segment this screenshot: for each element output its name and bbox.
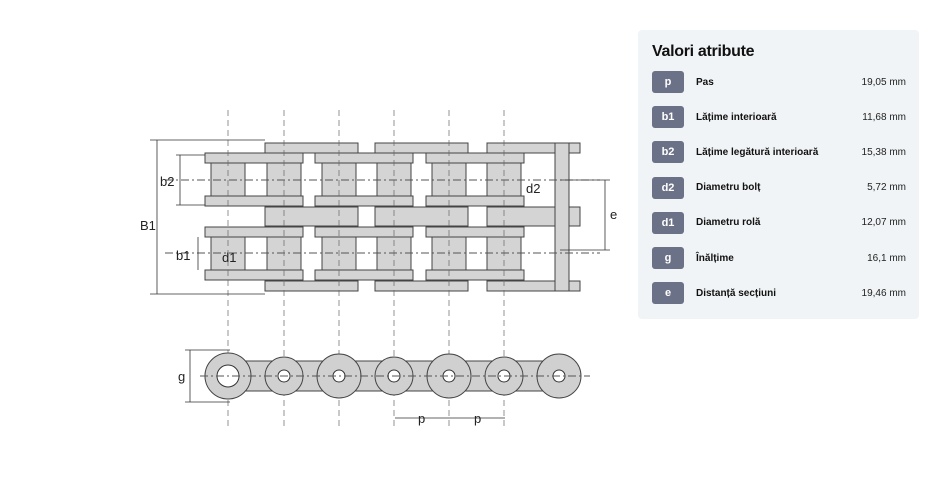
attribute-value: 19,46 mm <box>861 287 906 299</box>
attribute-value: 12,07 mm <box>861 217 906 229</box>
symbol-badge: e <box>652 282 684 305</box>
label-b1: b1 <box>176 248 190 263</box>
outer-plate <box>264 142 359 154</box>
attribute-row: g Înălțime 16,1 mm <box>652 247 906 269</box>
attribute-row: d2 Diametru bolț 5,72 mm <box>652 176 906 199</box>
attribute-name: Lățime interioară <box>696 111 777 123</box>
attribute-name: Pas <box>696 76 714 88</box>
label-b2: b2 <box>160 174 174 189</box>
symbol-badge: b2 <box>652 141 684 164</box>
attribute-row: p Pas 19,05 mm <box>652 71 906 93</box>
attribute-value: 19,05 mm <box>861 76 906 88</box>
outer-plate <box>264 280 359 292</box>
symbol-badge: d2 <box>652 176 684 199</box>
symbol-badge: p <box>652 71 684 93</box>
inner-plate <box>314 226 414 238</box>
symbol-badge: g <box>652 247 684 269</box>
inner-plate <box>204 269 304 281</box>
outer-plate <box>374 280 469 292</box>
attribute-name: Diametru bolț <box>696 182 761 194</box>
attribute-value: 11,68 mm <box>862 111 906 123</box>
attribute-row: e Distanță secțiuni 19,46 mm <box>652 282 906 305</box>
inner-plate <box>314 269 414 281</box>
inner-plate <box>204 226 304 238</box>
label-B1: B1 <box>140 218 156 233</box>
symbol-badge: b1 <box>652 106 684 129</box>
connecting-link-pin <box>554 142 570 292</box>
outer-plate <box>264 206 359 227</box>
outer-plate <box>374 206 469 227</box>
attribute-name: Lățime legătură interioară <box>696 146 819 158</box>
inner-plate <box>425 152 525 164</box>
inner-plate <box>314 152 414 164</box>
label-p-1: p <box>418 411 425 426</box>
attribute-row: b2 Lățime legătură interioară 15,38 mm <box>652 141 906 164</box>
label-e: e <box>610 207 617 222</box>
outer-plate <box>486 280 581 292</box>
dimension-lines <box>150 139 610 419</box>
attribute-values-panel: Valori atribute p Pas 19,05 mm b1 Lățime int… <box>638 30 919 319</box>
attribute-value: 16,1 mm <box>867 252 906 264</box>
inner-plate <box>204 152 304 164</box>
label-p-2: p <box>474 411 481 426</box>
inner-plate <box>204 195 304 207</box>
inner-plate <box>314 195 414 207</box>
panel-title: Valori atribute <box>652 43 755 60</box>
label-d2: d2 <box>526 181 540 196</box>
attribute-name: Distanță secțiuni <box>696 287 777 299</box>
inner-plate <box>425 269 525 281</box>
attribute-name: Diametru rolă <box>696 217 761 229</box>
attribute-row: d1 Diametru rolă 12,07 mm <box>652 211 906 234</box>
attribute-value: 5,72 mm <box>867 182 906 194</box>
inner-plate <box>425 226 525 238</box>
roller-chain-diagram: B1 b2 b1 d1 d2 e g p p <box>140 110 617 430</box>
outer-plate <box>374 142 469 154</box>
chain-side-view <box>200 352 590 400</box>
attribute-value: 15,38 mm <box>861 146 906 158</box>
outer-plate <box>486 142 581 154</box>
inner-plate <box>425 195 525 207</box>
attribute-name: Înălțime <box>696 252 734 264</box>
label-g: g <box>178 369 185 384</box>
attribute-row: b1 Lățime interioară 11,68 mm <box>652 106 906 129</box>
symbol-badge: d1 <box>652 211 684 234</box>
label-d1: d1 <box>222 250 236 265</box>
